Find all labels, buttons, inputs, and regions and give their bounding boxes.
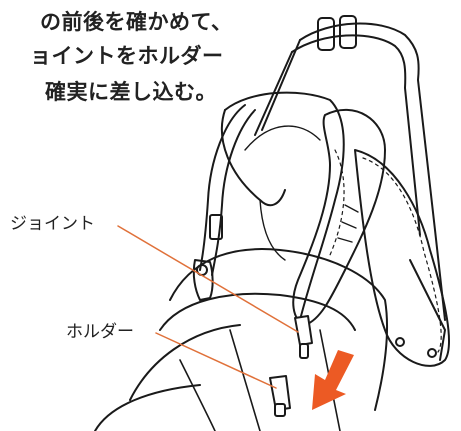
left-strap (192, 104, 256, 301)
joint-connector (294, 315, 313, 359)
holder-leader-line (155, 332, 277, 389)
joint-leader-line (117, 225, 299, 333)
down-arrow-icon (312, 350, 354, 410)
stroller-frame (254, 15, 446, 361)
instruction-line-1: の前後を確かめて、 (40, 10, 233, 34)
seat-back (220, 91, 345, 321)
holder-receiver (269, 375, 291, 417)
joint-label: ジョイント (10, 214, 95, 234)
callout-leaders (117, 225, 299, 389)
side-panel (354, 149, 451, 367)
instruction-line-2: ョイントをホルダー (30, 44, 224, 68)
holder-label: ホルダー (66, 322, 134, 342)
seat-body (94, 248, 388, 431)
instruction-line-3: 確実に差し込む。 (45, 80, 217, 104)
